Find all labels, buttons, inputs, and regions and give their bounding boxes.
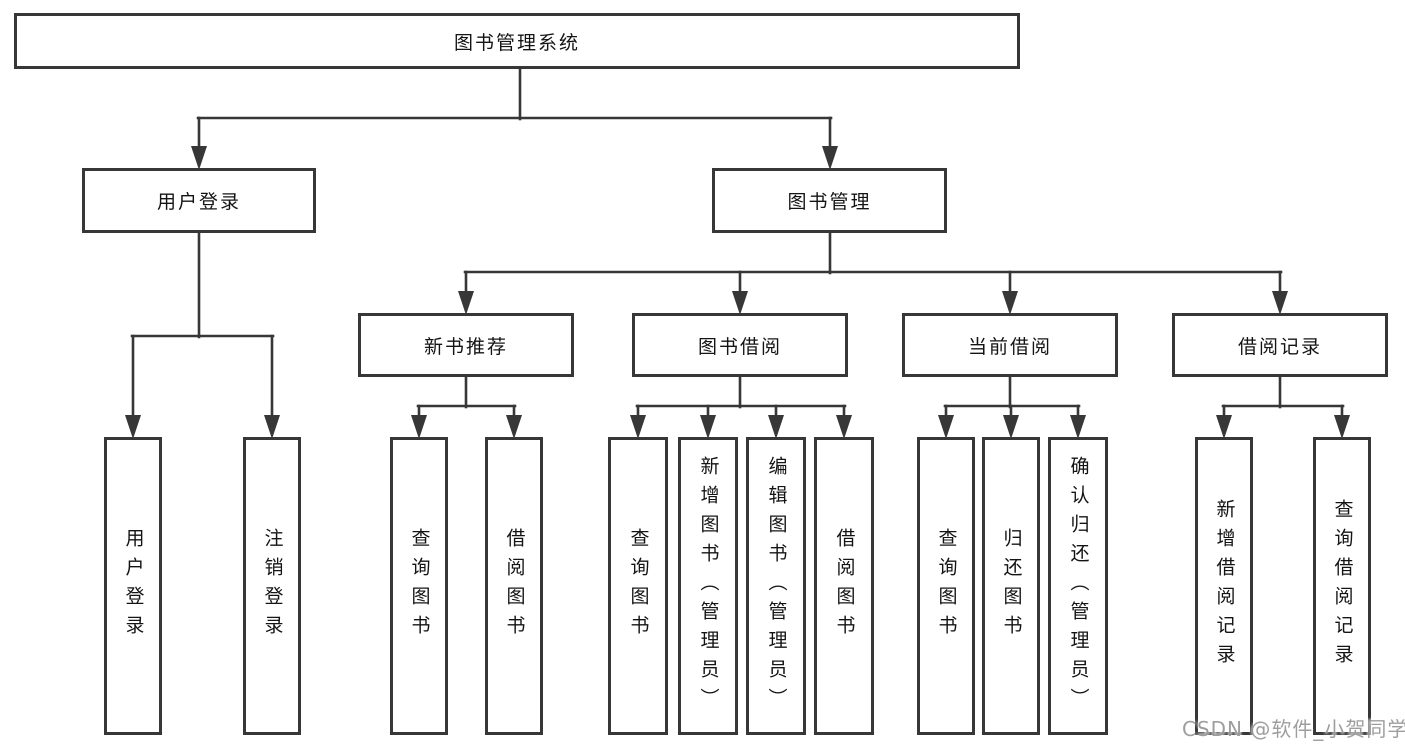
leaf-bb-query-book: 查询图书	[608, 437, 668, 735]
leaf-bb-edit-book-admin: 编辑图书（管理员）	[746, 437, 806, 735]
leaf-user-login: 用户登录	[104, 437, 162, 735]
leaf-cb-return-book: 归还图书	[982, 437, 1040, 735]
connectors	[125, 67, 1350, 439]
leaf-br-add-record: 新增借阅记录	[1195, 437, 1253, 735]
leaf-nb-borrow-book: 借阅图书	[485, 437, 543, 735]
leaf-bb-borrow-book: 借阅图书	[814, 437, 874, 735]
node-library-system-root: 图书管理系统	[14, 13, 1020, 69]
node-user-login: 用户登录	[82, 168, 316, 233]
node-current-borrow: 当前借阅	[902, 313, 1118, 377]
leaf-nb-query-book: 查询图书	[390, 437, 448, 735]
leaf-cb-query-book: 查询图书	[917, 437, 975, 735]
leaf-bb-add-book-admin: 新增图书（管理员）	[678, 437, 738, 735]
node-book-borrow: 图书借阅	[632, 313, 848, 377]
leaf-logout: 注销登录	[243, 437, 301, 735]
leaf-cb-confirm-return-admin: 确认归还（管理员）	[1048, 437, 1108, 735]
csdn-watermark: CSDN @软件_小贺同学	[1182, 717, 1405, 741]
leaf-br-query-record: 查询借阅记录	[1313, 437, 1371, 735]
node-borrow-records: 借阅记录	[1172, 313, 1388, 377]
node-book-management: 图书管理	[712, 168, 947, 233]
node-new-book-recommend: 新书推荐	[358, 313, 574, 377]
